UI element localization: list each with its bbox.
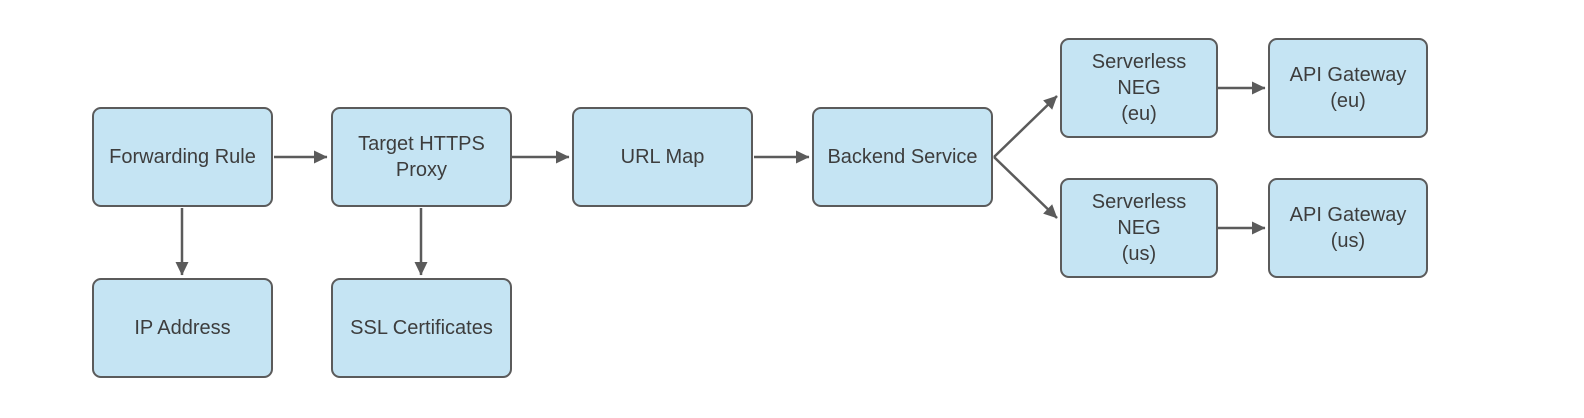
node-forwarding-rule: Forwarding Rule	[92, 107, 273, 207]
node-backend-service-label: Backend Service	[827, 146, 978, 168]
node-serverless-neg-us-label: Serverless NEG (us)	[1091, 191, 1187, 265]
node-target-https-proxy-label: Target HTTPS Proxy	[358, 133, 485, 181]
node-serverless-neg-eu-label: Serverless NEG (eu)	[1091, 51, 1187, 125]
node-url-map-label: URL Map	[620, 146, 705, 168]
node-url-map: URL Map	[572, 107, 753, 207]
arrow-backend-service-to-serverless-neg-us	[993, 156, 1058, 219]
arrow-backend-service-to-serverless-neg-eu	[993, 95, 1058, 158]
node-target-https-proxy: Target HTTPS Proxy	[331, 107, 512, 207]
node-backend-service: Backend Service	[812, 107, 993, 207]
node-serverless-neg-eu: Serverless NEG (eu)	[1060, 38, 1218, 138]
node-forwarding-rule-label: Forwarding Rule	[109, 146, 256, 168]
node-ip-address: IP Address	[92, 278, 273, 378]
node-api-gateway-eu-label: API Gateway (eu)	[1289, 64, 1407, 112]
node-ip-address-label: IP Address	[134, 317, 231, 339]
node-api-gateway-us: API Gateway (us)	[1268, 178, 1428, 278]
node-ssl-certificates-label: SSL Certificates	[350, 317, 493, 339]
node-serverless-neg-us: Serverless NEG (us)	[1060, 178, 1218, 278]
node-ssl-certificates: SSL Certificates	[331, 278, 512, 378]
node-api-gateway-us-label: API Gateway (us)	[1289, 204, 1407, 252]
node-api-gateway-eu: API Gateway (eu)	[1268, 38, 1428, 138]
